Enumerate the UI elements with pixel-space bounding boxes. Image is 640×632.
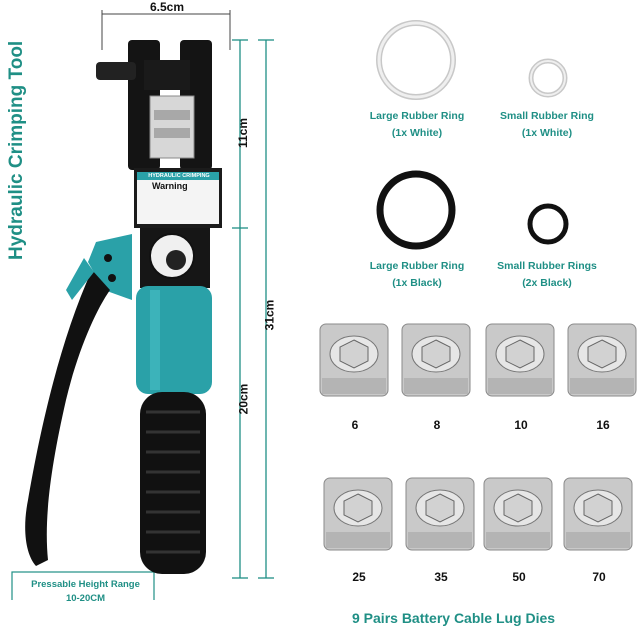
ring-name: Large Rubber Ring	[369, 110, 465, 122]
pressable-range-line1: Pressable Height Range	[31, 579, 140, 590]
die-size-label: 50	[512, 570, 526, 584]
ring-large-white: Large Rubber Ring (1x White)	[352, 108, 482, 142]
width-dimension: 6.5cm	[150, 0, 185, 14]
dies-caption: 9 Pairs Battery Cable Lug Dies	[352, 610, 556, 626]
die-size-label: 16	[596, 418, 610, 432]
ring-qty: (1x White)	[391, 127, 443, 139]
pressable-range: Pressable Height Range 10-20CM	[18, 578, 153, 606]
die-50	[483, 477, 553, 551]
total-height-dimension: 31cm	[262, 299, 277, 331]
ring-name: Small Rubber Rings	[497, 260, 597, 272]
ring-small-white: Small Rubber Ring (1x White)	[482, 108, 612, 142]
ring-name: Large Rubber Ring	[369, 260, 465, 272]
die-35	[405, 477, 475, 551]
die-size-label: 35	[434, 570, 448, 584]
handle-height-dimension: 20cm	[236, 383, 251, 415]
die-10	[485, 323, 555, 397]
die-6	[319, 323, 389, 397]
head-height-dimension: 11cm	[236, 117, 251, 149]
die-25	[323, 477, 393, 551]
crimping-tool-illustration	[11, 10, 274, 600]
die-size-label: 25	[352, 570, 366, 584]
pressable-range-line2: 10-20CM	[65, 593, 106, 604]
die-70	[563, 477, 633, 551]
die-size-label: 70	[592, 570, 606, 584]
ring-qty: (1x Black)	[392, 277, 442, 289]
ring-qty: (2x Black)	[522, 277, 572, 289]
die-16	[567, 323, 637, 397]
ring-large-black: Large Rubber Ring (1x Black)	[352, 258, 482, 292]
tool-brand-label: HYDRAULIC CRIMPING TOOL	[148, 173, 210, 187]
tool-warning-label: Warning	[152, 181, 188, 191]
die-size-label: 8	[433, 418, 441, 432]
ring-name: Small Rubber Ring	[500, 110, 594, 122]
die-size-label: 10	[514, 418, 528, 432]
ring-qty: (1x White)	[521, 127, 573, 139]
die-8	[401, 323, 471, 397]
ring-small-black: Small Rubber Rings (2x Black)	[482, 258, 612, 292]
die-size-label: 6	[351, 418, 359, 432]
rubber-rings	[376, 20, 569, 250]
